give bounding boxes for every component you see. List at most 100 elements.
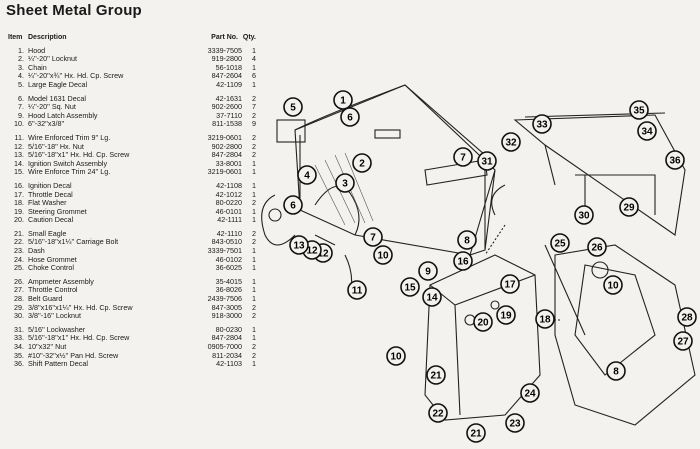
part-number: 37-7110: [216, 110, 242, 120]
part-description: ¼''-20'' Sq. Nut: [28, 103, 76, 112]
part-number: 847-3005: [211, 302, 242, 312]
part-number: 42-1108: [216, 180, 242, 190]
part-number: 847-2604: [211, 71, 242, 81]
svg-text:32: 32: [505, 138, 517, 149]
callout-33: 33: [532, 114, 552, 134]
part-description: 3/8''-16'' Locknut: [28, 312, 82, 321]
part-description: #10''-32''x½'' Pan Hd. Screw: [28, 351, 119, 360]
svg-text:15: 15: [404, 283, 416, 294]
part-description: 3/8''x16''x1¼'' Hx. Hd. Cp. Screw: [28, 303, 133, 312]
callout-8: 8: [606, 361, 626, 381]
callout-3: 3: [335, 173, 355, 193]
svg-text:20: 20: [477, 318, 489, 329]
callout-25: 25: [550, 233, 570, 253]
part-item-number: 30.: [14, 311, 24, 321]
part-description: Throttle Decal: [28, 190, 73, 199]
callout-21: 21: [426, 365, 446, 385]
callout-11: 11: [347, 280, 367, 300]
part-number: 919-2800: [211, 54, 242, 64]
callout-36: 36: [665, 150, 685, 170]
part-qty: 1: [252, 254, 256, 264]
svg-text:18: 18: [539, 315, 551, 326]
part-description: Steering Grommet: [28, 207, 87, 216]
callout-26: 26: [587, 237, 607, 257]
part-description: 5/16'' Lockwasher: [28, 325, 86, 334]
callout-1: 1: [333, 90, 353, 110]
callout-15: 15: [400, 277, 420, 297]
part-qty: 6: [252, 71, 256, 81]
part-number: 2439-7506: [207, 294, 242, 304]
part-qty: 1: [252, 158, 256, 168]
hood-drawing: [294, 84, 486, 256]
callout-7: 7: [453, 147, 473, 167]
part-description: Wire Enforce Trim 24'' Lg.: [28, 168, 111, 177]
part-qty: 9: [252, 119, 256, 129]
part-item-number: 34.: [14, 342, 24, 351]
part-item-number: 7.: [18, 102, 24, 112]
part-qty: 1: [252, 206, 256, 216]
callout-13: 13: [289, 235, 309, 255]
callout-4: 4: [297, 165, 317, 185]
part-qty: 2: [252, 150, 256, 160]
part-number: 811-2034: [212, 350, 242, 360]
part-number: 36-6025: [215, 263, 242, 273]
part-number: 843-0510: [211, 237, 242, 247]
part-item-number: 24.: [14, 254, 24, 264]
part-qty: 1: [252, 359, 256, 369]
part-item-number: 14.: [14, 158, 24, 168]
svg-text:10: 10: [390, 352, 402, 363]
part-item-number: 10.: [14, 119, 24, 129]
part-qty: 1: [252, 285, 256, 295]
part-item-number: 33.: [14, 333, 24, 343]
svg-text:21: 21: [430, 371, 442, 382]
part-item-number: 1.: [18, 45, 24, 55]
part-description: Hood Latch Assembly: [28, 111, 98, 120]
part-qty: 1: [252, 167, 256, 177]
svg-text:27: 27: [677, 337, 689, 348]
svg-text:4: 4: [304, 171, 310, 182]
callout-19: 19: [496, 305, 516, 325]
part-description: Choke Control: [28, 264, 74, 273]
part-qty: 1: [252, 333, 256, 343]
part-item-number: 19.: [14, 206, 24, 216]
part-number: 56-1018: [215, 62, 242, 72]
part-description: Belt Guard: [28, 295, 63, 304]
part-number: 42-1110: [216, 228, 242, 238]
part-number: 42-1109: [216, 79, 242, 89]
svg-text:12: 12: [306, 246, 318, 257]
part-qty: 1: [252, 189, 256, 199]
part-number: 811-1538: [212, 119, 242, 129]
engine-shroud-drawing: [554, 244, 696, 426]
part-item-number: 23.: [14, 246, 24, 256]
part-description: Shift Pattern Decal: [28, 360, 88, 369]
part-description: Ampmeter Assembly: [28, 277, 94, 286]
part-qty: 1: [252, 215, 256, 225]
part-item-number: 9.: [18, 110, 24, 120]
svg-text:35: 35: [633, 106, 645, 117]
svg-text:36: 36: [669, 156, 681, 167]
svg-text:8: 8: [464, 236, 470, 247]
callout-17: 17: [500, 274, 520, 294]
svg-text:9: 9: [425, 267, 431, 278]
part-item-number: 28.: [14, 294, 24, 304]
callout-34: 34: [637, 121, 657, 141]
part-description: ¼''-20''x¾'' Hx. Hd. Cp. Screw: [28, 72, 124, 81]
svg-text:7: 7: [370, 233, 376, 244]
part-qty: 1: [252, 62, 256, 72]
callout-5: 5: [283, 97, 303, 117]
part-description: 5/16''-18''x1¼'' Carriage Bolt: [28, 238, 119, 247]
